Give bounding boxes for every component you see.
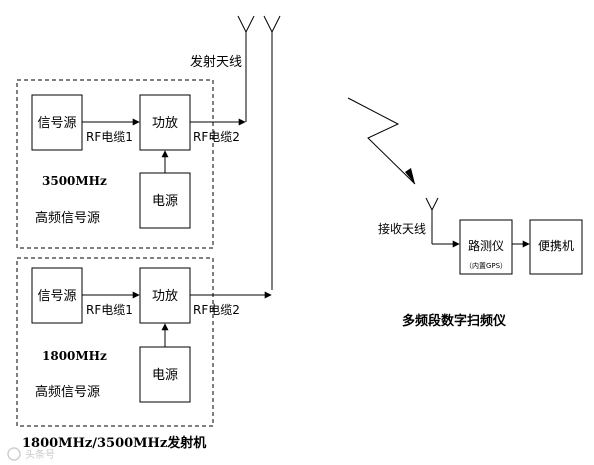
watermark-logo-icon: 头条号 bbox=[7, 447, 55, 461]
rx-antenna-label: 接收天线 bbox=[378, 221, 426, 236]
receiver-title: 多频段数字扫频仪 bbox=[402, 313, 507, 329]
amplifier-box-top bbox=[139, 94, 191, 151]
transmitter-title: 1800MHz/3500MHz发射机 bbox=[22, 435, 206, 451]
group-desc-bottom: 高频信号源 bbox=[35, 384, 100, 400]
amplifier-box-bottom bbox=[139, 267, 191, 324]
rx-antenna-icon bbox=[425, 197, 439, 244]
scanner-box bbox=[459, 219, 513, 275]
freq-label-top: 3500MHz bbox=[42, 174, 107, 188]
wireless-link-icon bbox=[347, 97, 416, 185]
amplifier-label-bottom: 功放 bbox=[152, 289, 178, 304]
power-label-top: 电源 bbox=[152, 194, 178, 209]
signal-source-label-bottom: 信号源 bbox=[37, 289, 76, 304]
rf-cable1-label-bottom: RF电缆1 bbox=[86, 303, 133, 317]
group-desc-top: 高频信号源 bbox=[35, 210, 100, 226]
scanner-sublabel: （内置GPS） bbox=[465, 261, 507, 270]
power-box-bottom bbox=[139, 346, 191, 403]
rf-cable1-label-top: RF电缆1 bbox=[86, 130, 133, 144]
amplifier-label-top: 功放 bbox=[152, 116, 178, 131]
rf-cable2-label-bottom: RF电缆2 bbox=[193, 303, 240, 317]
tx-antenna-left-icon bbox=[237, 15, 255, 122]
signal-group-3500 bbox=[16, 79, 214, 249]
rf-cable2-label-top: RF电缆2 bbox=[193, 130, 240, 144]
signal-source-label-top: 信号源 bbox=[37, 116, 76, 131]
watermark-text: 头条号 bbox=[25, 448, 55, 461]
power-box-top bbox=[139, 172, 191, 229]
laptop-label: 便携机 bbox=[538, 238, 574, 253]
laptop-box bbox=[529, 219, 583, 275]
tx-antenna-right-icon bbox=[263, 15, 281, 290]
power-label-bottom: 电源 bbox=[152, 368, 178, 383]
scanner-label: 路测仪 bbox=[468, 238, 504, 253]
tx-antenna-label: 发射天线 bbox=[190, 54, 242, 70]
signal-source-box-top bbox=[31, 94, 83, 151]
signal-group-1800 bbox=[16, 257, 214, 427]
freq-label-bottom: 1800MHz bbox=[42, 349, 107, 363]
signal-source-box-bottom bbox=[31, 267, 83, 324]
